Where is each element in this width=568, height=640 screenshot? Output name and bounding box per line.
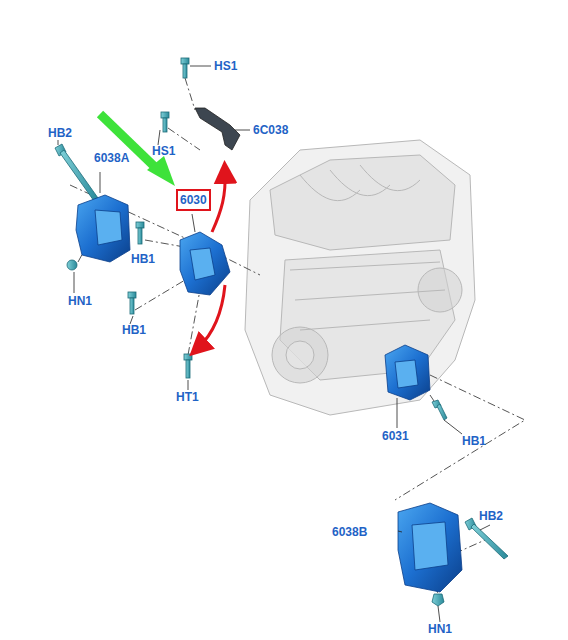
callout-number: 6038B: [332, 525, 367, 539]
engine-ghost: [245, 140, 475, 415]
callout-number: HS1: [214, 59, 237, 73]
callout-number: HB2: [479, 509, 503, 523]
callout-number: HS1: [152, 144, 175, 158]
callout-number: 6030: [180, 193, 207, 207]
callout-number: HB1: [462, 434, 486, 448]
callout-number: HB1: [131, 252, 155, 266]
fasteners: [55, 58, 508, 606]
callout-number: HB1: [122, 323, 146, 337]
leader-lines: [58, 66, 490, 622]
red-arrow: [198, 285, 225, 348]
red-arrow: [212, 172, 225, 232]
callout-number: HT1: [176, 390, 199, 404]
bracket-part: [195, 108, 240, 150]
callout-number: 6038A: [94, 151, 129, 165]
green-arrow-head: [147, 156, 175, 186]
callout-number: 6031: [382, 429, 409, 443]
mount-parts: [76, 195, 462, 592]
assembly-lines: [70, 78, 525, 600]
callout-number: HB2: [48, 126, 72, 140]
callout-number: 6C038: [253, 123, 288, 137]
callout-number: HN1: [68, 294, 92, 308]
callout-number: HN1: [428, 622, 452, 636]
highlight-box: 6030: [176, 189, 211, 211]
